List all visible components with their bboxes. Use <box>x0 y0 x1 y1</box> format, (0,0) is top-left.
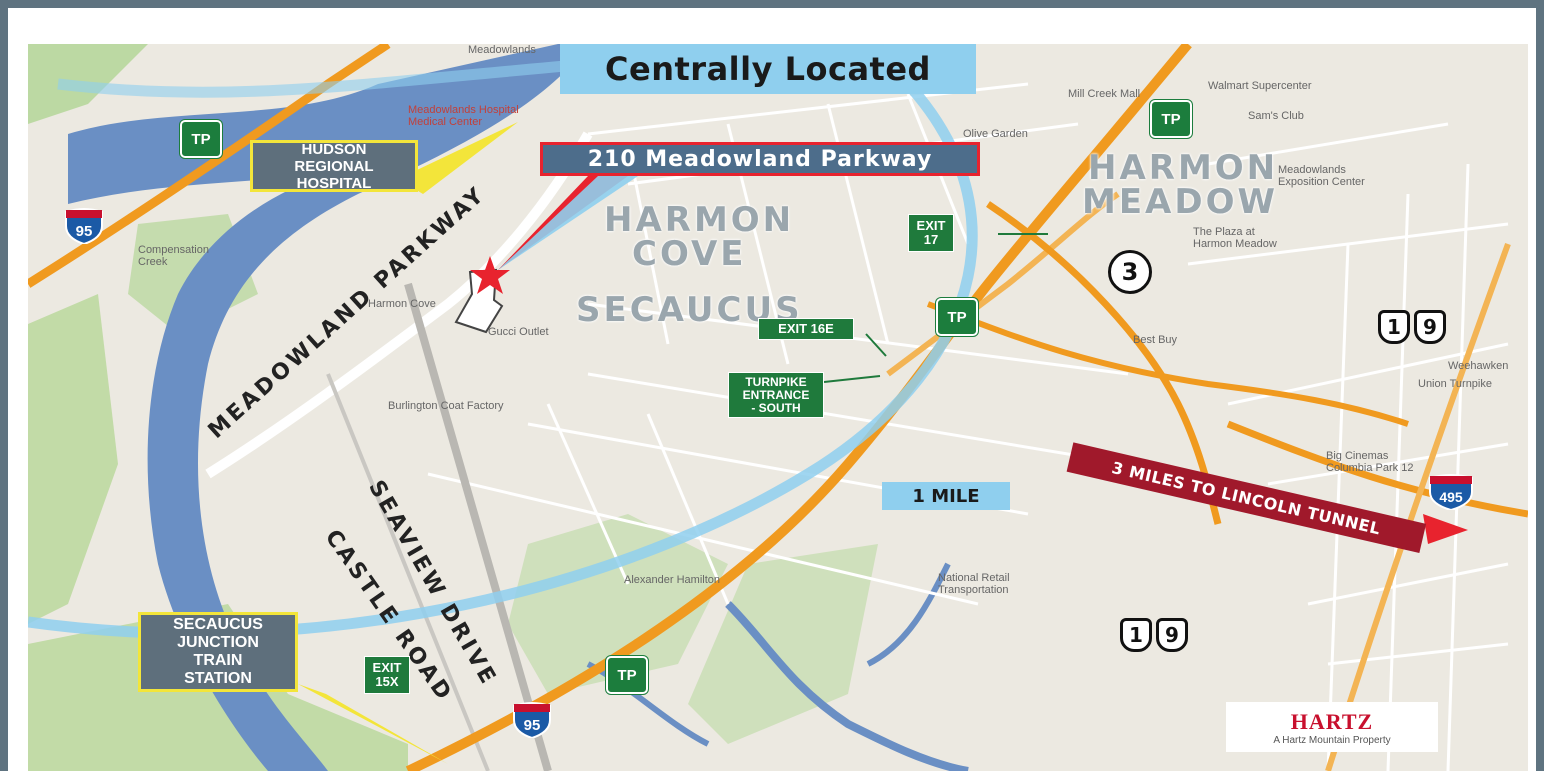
place-burlington: Burlington Coat Factory <box>388 400 504 412</box>
rail-line <box>404 282 552 771</box>
address-pointer-shadow <box>498 176 638 270</box>
place-meadowlands: Meadowlands <box>468 44 536 56</box>
exit-17-sign: EXIT 17 <box>908 214 954 252</box>
turnpike-shield-icon: TP <box>1150 100 1192 138</box>
creek-1 <box>725 601 969 771</box>
area-harmon-cove-1: HARMON <box>604 200 795 240</box>
place-hospital: Meadowlands Hospital Medical Center <box>408 104 519 128</box>
exit-16e-sign: EXIT 16E <box>758 318 854 340</box>
one-mile-label: 1 MILE <box>882 482 1010 510</box>
interstate-495-shield-icon: 495 <box>1428 472 1474 512</box>
us-1-shield-icon: 1 <box>1120 618 1152 652</box>
turnpike-ramp <box>886 191 1120 377</box>
hospital-pointer <box>398 122 518 194</box>
area-harmon-meadow-2: MEADOW <box>1082 182 1279 222</box>
place-alexander: Alexander Hamilton <box>624 574 720 586</box>
area-harmon-cove-2: COVE <box>632 234 747 274</box>
area-harmon-meadow-1: HARMON <box>1088 148 1279 188</box>
lincoln-arrow-head <box>1423 514 1468 544</box>
us-9-shield-icon: 9 <box>1156 618 1188 652</box>
route-3-shield-icon: 3 <box>1108 250 1152 294</box>
route-495 <box>1226 420 1528 518</box>
meadowland-parkway-road <box>205 131 593 479</box>
marsh-central <box>508 514 728 694</box>
one-mile-radius-nw <box>57 58 589 98</box>
marsh-east-central <box>688 544 878 744</box>
turnpike-pointer <box>823 375 881 383</box>
place-weehawken: Weehawken <box>1448 360 1509 372</box>
place-mill-creek: Mill Creek Mall <box>1068 88 1141 100</box>
place-bestbuy: Best Buy <box>1133 334 1178 346</box>
place-walmart: Walmart Supercenter <box>1208 80 1312 92</box>
creek-2 <box>866 562 951 667</box>
turnpike-line-3: - SOUTH <box>751 400 801 415</box>
exit-17-line-2: 17 <box>923 232 939 247</box>
interstate-95-shield-icon: 95 <box>512 700 552 740</box>
turnpike-north <box>28 44 391 288</box>
exit-17-line-1: EXIT <box>916 218 946 233</box>
place-compensation: Compensation Creek <box>138 244 209 268</box>
exit-15x-line-2: 15X <box>375 674 399 689</box>
interstate-95-number: 95 <box>76 223 93 240</box>
hospital-line-1: HUDSON <box>301 140 367 158</box>
place-sams: Sam's Club <box>1248 110 1304 122</box>
address-label: 210 Meadowland Parkway <box>540 142 980 176</box>
exit-15x-line-1: EXIT <box>372 660 402 675</box>
hospital-line-3: HOSPITAL <box>296 174 372 192</box>
turnpike-shield-icon: TP <box>936 298 978 336</box>
interstate-95-shield-icon: 95 <box>64 206 104 246</box>
hartz-tagline: A Hartz Mountain Property <box>1273 734 1391 746</box>
hospital-line-2: REGIONAL <box>294 157 374 175</box>
turnpike-shield-icon: TP <box>606 656 648 694</box>
place-big-cinemas: Big Cinemas Columbia Park 12 <box>1326 450 1414 474</box>
route-3-east <box>926 301 1409 427</box>
turnpike-line-2: ENTRANCE <box>742 387 810 402</box>
place-expo: Meadowlands Exposition Center <box>1278 164 1365 188</box>
train-line-2: JUNCTION <box>177 634 259 651</box>
place-plaza: The Plaza at Harmon Meadow <box>1193 226 1277 250</box>
hospital-callout: HUDSON REGIONAL HOSPITAL <box>250 140 418 192</box>
turnpike-entrance-sign: TURNPIKE ENTRANCE - SOUTH <box>728 372 824 418</box>
place-harmon-cove: Harmon Cove <box>368 298 436 310</box>
exit16e-pointer <box>865 333 887 357</box>
train-line-1: SECAUCUS <box>173 616 263 633</box>
exit-16e-line-1: EXIT 16E <box>778 321 834 336</box>
place-national: National Retail Transportation <box>938 572 1010 596</box>
interstate-95-number: 95 <box>524 717 541 734</box>
hackensack-river <box>68 44 588 771</box>
star-icon <box>470 256 510 294</box>
place-olive: Olive Garden <box>963 128 1028 140</box>
exit-15x-sign: EXIT 15X <box>364 656 410 694</box>
map-title: Centrally Located <box>560 44 976 94</box>
train-line-4: STATION <box>184 670 252 687</box>
rail-line-2 <box>326 373 490 771</box>
train-callout: SECAUCUS JUNCTION TRAIN STATION <box>138 612 298 692</box>
hartz-name: HARTZ <box>1290 708 1374 734</box>
us-9-shield-icon: 9 <box>1414 310 1446 344</box>
turnpike-shield-icon: TP <box>180 120 222 158</box>
interstate-495-number: 495 <box>1439 489 1463 505</box>
us-1-shield-icon: 1 <box>1378 310 1410 344</box>
train-pointer <box>298 684 448 764</box>
hartz-logo: HARTZ A Hartz Mountain Property <box>1226 702 1438 752</box>
turnpike-line-1: TURNPIKE <box>745 374 807 389</box>
train-line-3: TRAIN <box>193 652 243 669</box>
place-union: Union Turnpike <box>1418 378 1492 390</box>
place-gucci: Gucci Outlet <box>488 326 549 338</box>
marsh-west <box>28 294 118 624</box>
